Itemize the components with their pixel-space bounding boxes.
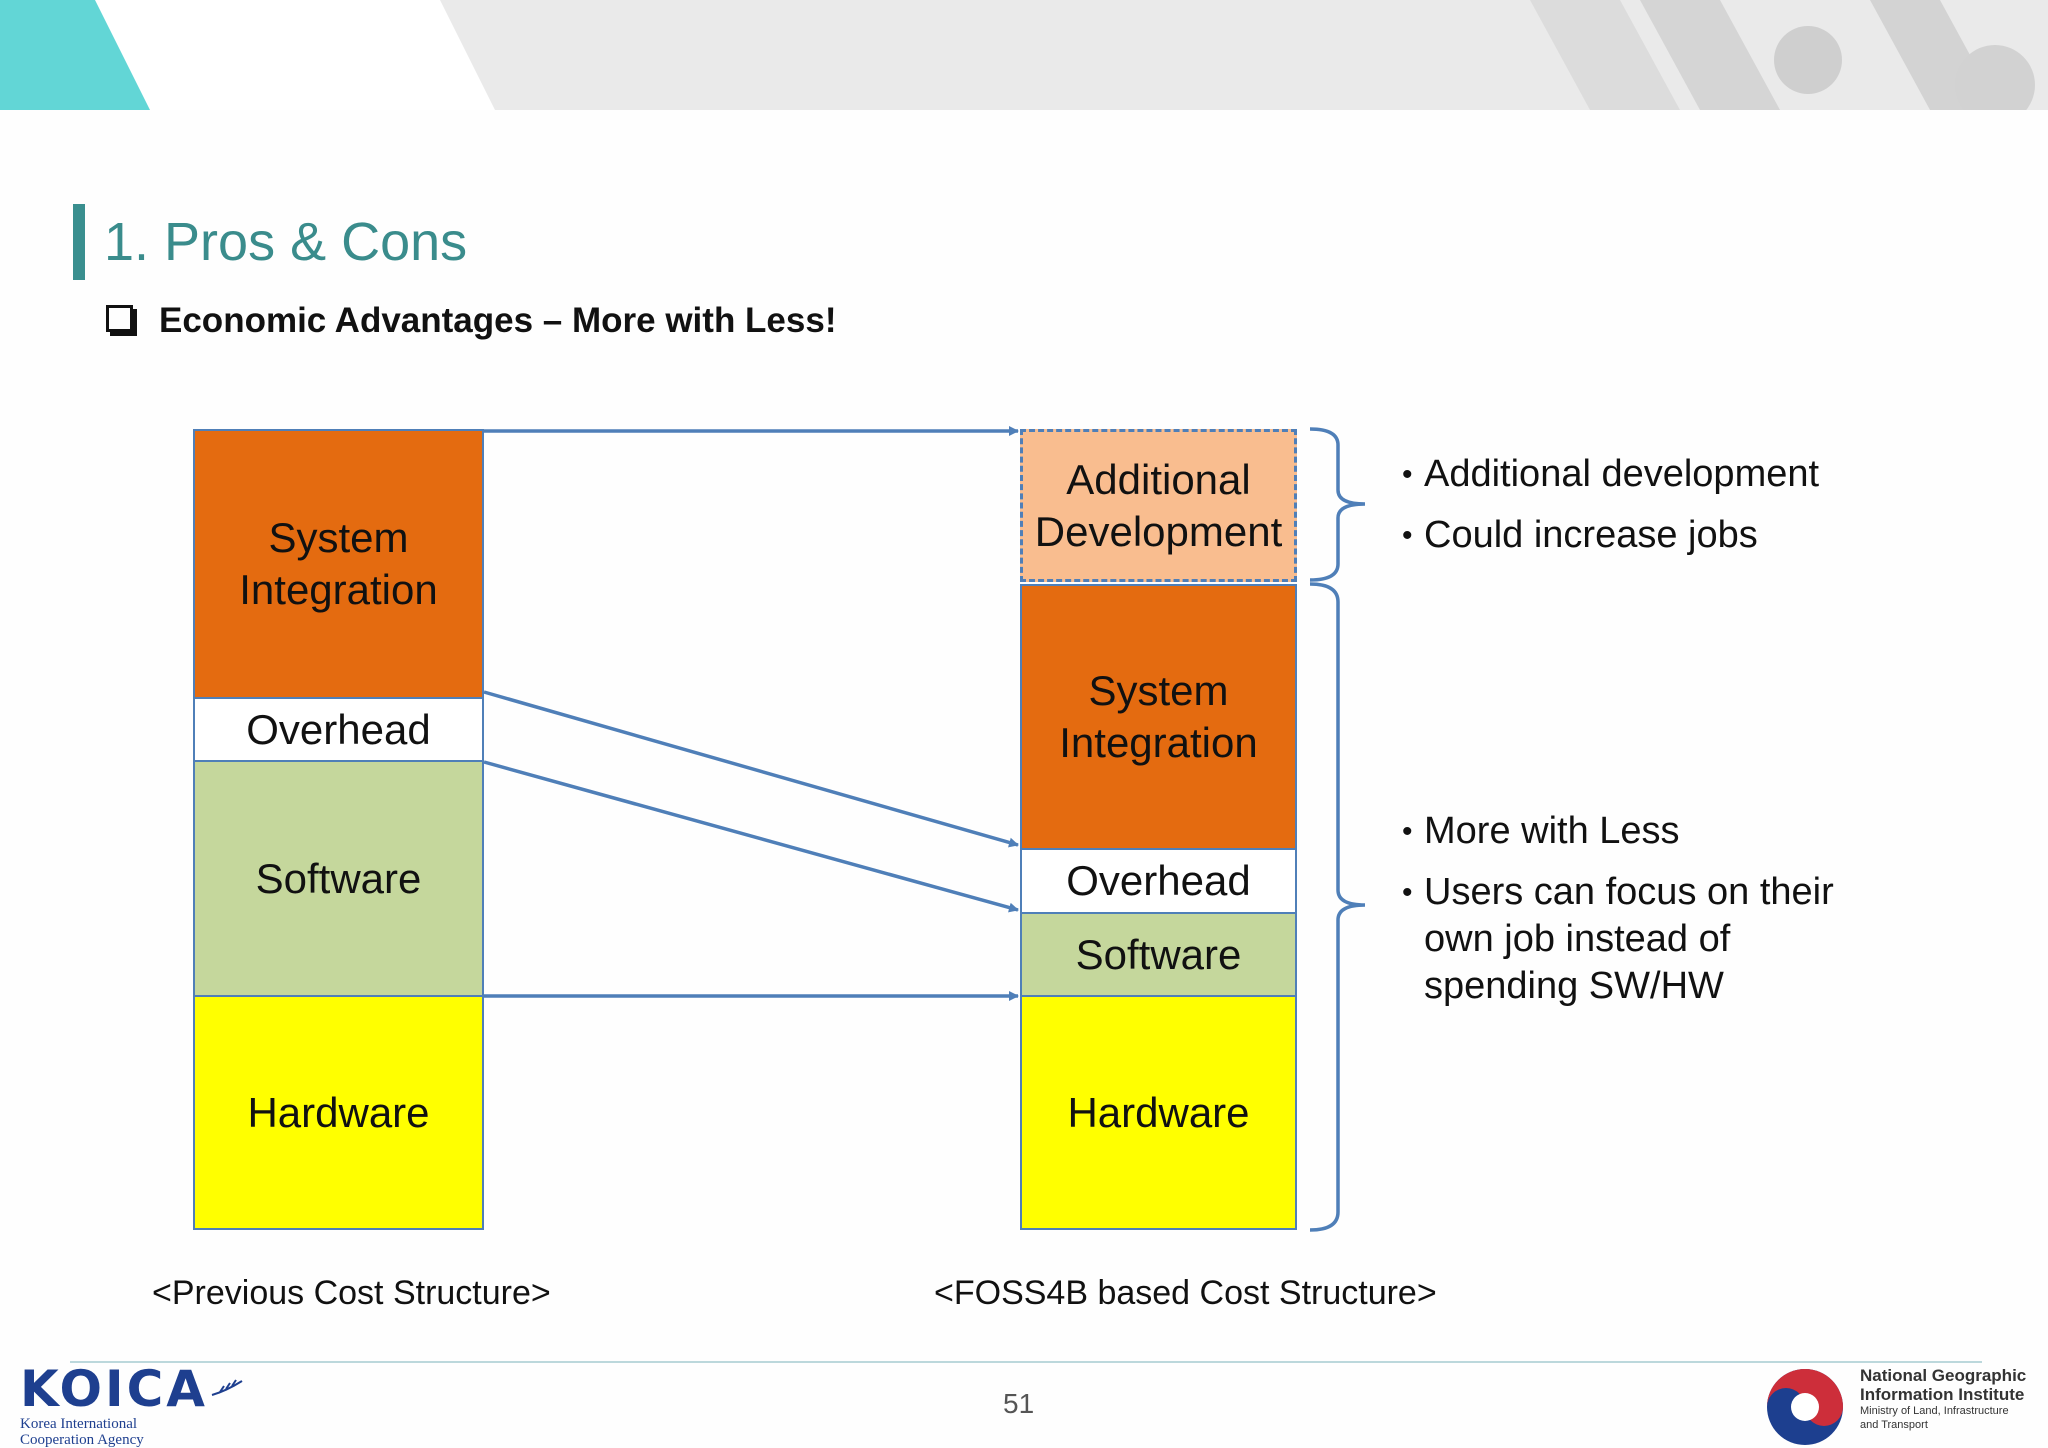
brace-top bbox=[1309, 427, 1366, 582]
foss-structure-caption: <FOSS4B based Cost Structure> bbox=[934, 1274, 1437, 1312]
bullets-top: Additional development Could increase jo… bbox=[1402, 451, 1862, 573]
ngii-line3: Ministry of Land, Infrastructure bbox=[1860, 1405, 2009, 1417]
bullet-item: Could increase jobs bbox=[1402, 512, 1862, 559]
ngii-line1: National Geographic bbox=[1860, 1366, 2027, 1385]
bullet-item: More with Less bbox=[1402, 808, 1862, 855]
koica-line1: Korea International bbox=[20, 1416, 138, 1432]
slide-title: 1. Pros & Cons bbox=[104, 212, 468, 272]
foss-system-integration-block: System Integration bbox=[1020, 584, 1297, 850]
title-accent-bar bbox=[73, 204, 85, 280]
koica-logo: KOICA Korea International Cooperation Ag… bbox=[20, 1362, 244, 1448]
prev-overhead-block: Overhead bbox=[193, 697, 484, 762]
koica-mark: KOICA bbox=[20, 1360, 208, 1418]
previous-structure-caption: <Previous Cost Structure> bbox=[152, 1274, 551, 1312]
ngii-line2: Information Institute bbox=[1860, 1385, 2025, 1404]
arrow-overhead-bottom bbox=[483, 760, 1019, 913]
subtitle: Economic Advantages – More with Less! bbox=[106, 300, 836, 342]
foss-additional-development-block: Additional Development bbox=[1020, 429, 1297, 582]
foss-overhead-block: Overhead bbox=[1020, 848, 1297, 914]
arrow-overhead-top bbox=[483, 690, 1019, 848]
header-decoration bbox=[0, 0, 2048, 110]
footer-divider bbox=[70, 1361, 1982, 1363]
page-number: 51 bbox=[1003, 1388, 1035, 1419]
prev-software-block: Software bbox=[193, 760, 484, 997]
subtitle-text: Economic Advantages – More with Less! bbox=[159, 301, 837, 340]
foss-software-block: Software bbox=[1020, 912, 1297, 997]
bullet-item: Users can focus on their own job instead… bbox=[1402, 869, 1862, 1010]
ngii-logo: National Geographic Information Institut… bbox=[1764, 1366, 2026, 1448]
prev-system-integration-block: System Integration bbox=[193, 429, 484, 699]
bullet-item: Additional development bbox=[1402, 451, 1862, 498]
taegeuk-emblem-icon bbox=[1767, 1369, 1843, 1445]
laurel-icon bbox=[211, 1379, 243, 1396]
bullets-bottom: More with Less Users can focus on their … bbox=[1402, 808, 1862, 1024]
prev-hardware-block: Hardware bbox=[193, 995, 484, 1230]
koica-line2: Cooperation Agency bbox=[20, 1432, 144, 1448]
ngii-line4: and Transport bbox=[1860, 1419, 1928, 1431]
checkbox-bullet-icon bbox=[106, 305, 133, 333]
foss-hardware-block: Hardware bbox=[1020, 995, 1297, 1230]
brace-bottom bbox=[1309, 582, 1366, 1232]
